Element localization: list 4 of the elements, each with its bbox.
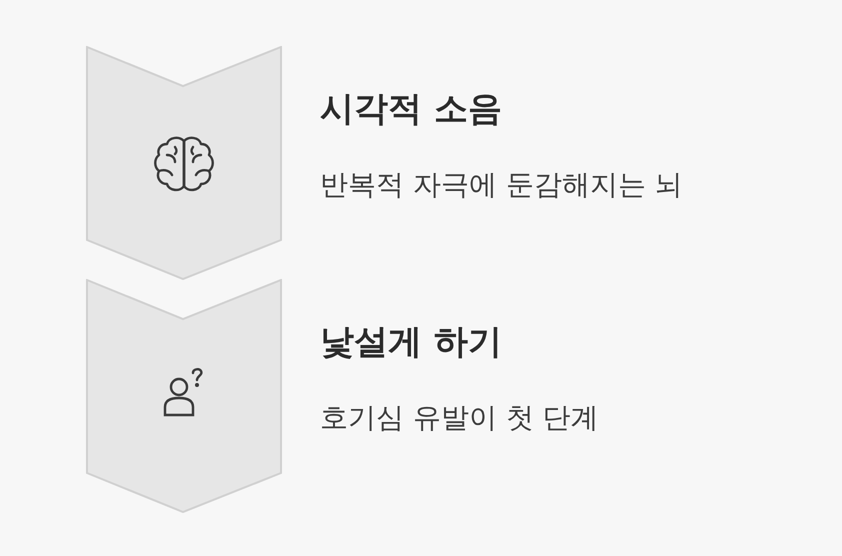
description: 호기심 유발이 첫 단계: [320, 400, 599, 436]
heading: 낯설게 하기: [320, 321, 502, 364]
description: 반복적 자극에 둔감해지는 뇌: [320, 167, 683, 203]
heading: 시각적 소음: [320, 88, 502, 131]
